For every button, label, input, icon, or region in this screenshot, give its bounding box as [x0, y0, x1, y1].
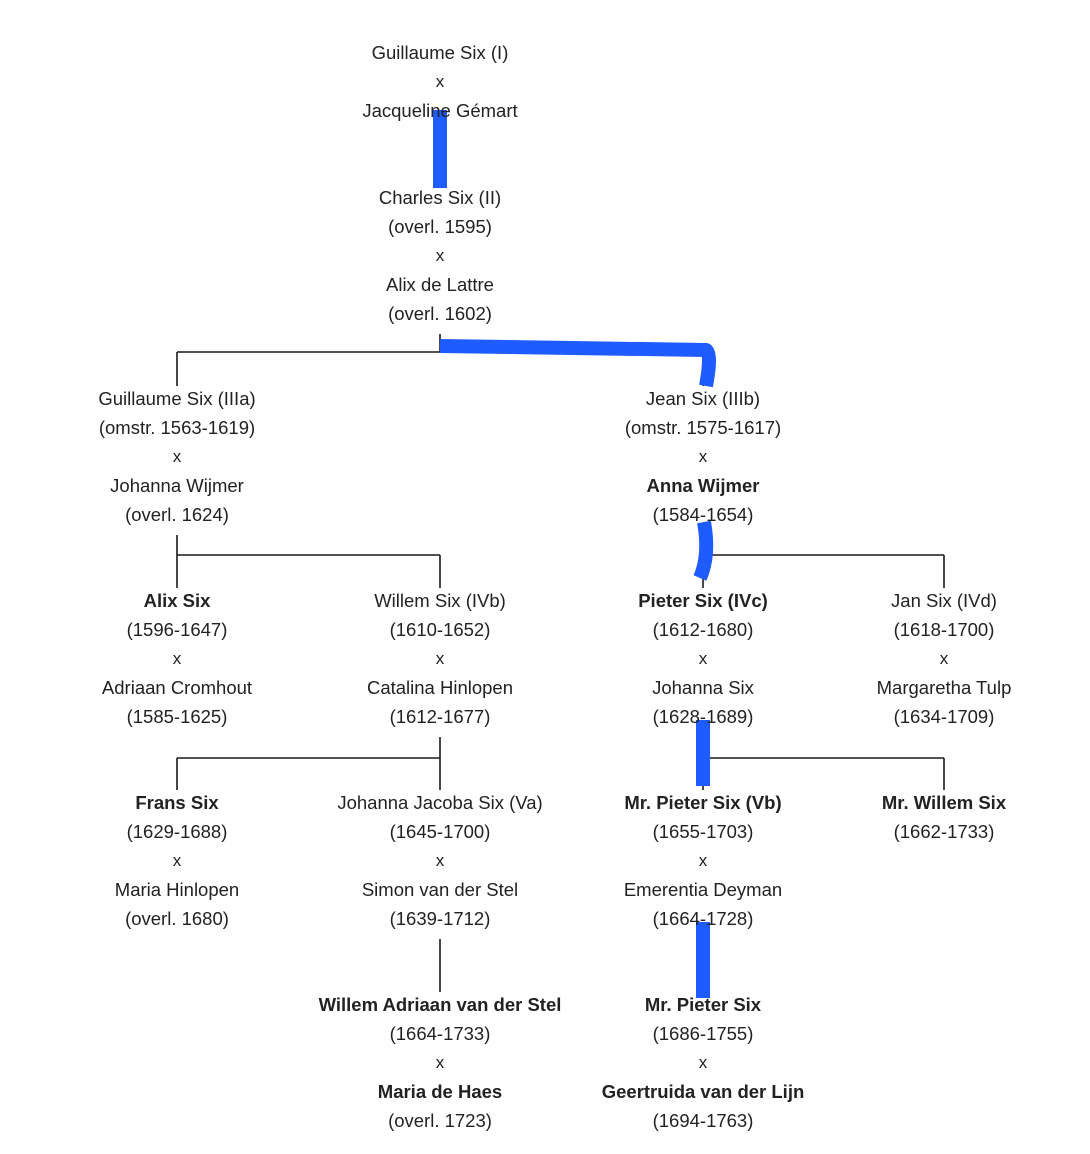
person-name: Maria de Haes — [377, 1081, 503, 1102]
person-name: Johanna Wijmer — [110, 475, 244, 496]
person-dates: (omstr. 1575-1617) — [624, 417, 782, 438]
person-name: Johanna Six — [652, 677, 754, 698]
marriage-separator: x — [172, 851, 182, 870]
marriage-separator: x — [698, 1053, 708, 1072]
person-name: Guillaume Six (I) — [371, 42, 509, 63]
person-dates: (1612-1680) — [652, 619, 754, 640]
person-dates: (overl. 1624) — [125, 504, 229, 525]
person-name: Willem Six (IVb) — [374, 590, 506, 611]
person-dates: (1662-1733) — [893, 821, 995, 842]
marriage-separator: x — [435, 72, 445, 91]
person-dates: (1629-1688) — [126, 821, 228, 842]
marriage-separator: x — [698, 851, 708, 870]
marriage-separator: x — [939, 649, 949, 668]
person-dates: (1664-1733) — [389, 1023, 491, 1044]
marriage-separator: x — [698, 447, 708, 466]
highlight-stroke-2 — [439, 339, 716, 388]
person-name: Alix de Lattre — [386, 274, 494, 295]
person-name: Alix Six — [143, 590, 211, 611]
person-dates: (1639-1712) — [389, 908, 491, 929]
person-dates: (1584-1654) — [652, 504, 754, 525]
person-dates: (1628-1689) — [652, 706, 754, 727]
person-dates: (overl. 1680) — [125, 908, 229, 929]
person-name: Catalina Hinlopen — [366, 677, 514, 698]
person-name: Frans Six — [135, 792, 219, 813]
person-name: Mr. Willem Six — [881, 792, 1007, 813]
marriage-separator: x — [172, 447, 182, 466]
person-name: Guillaume Six (IIIa) — [98, 388, 256, 409]
person-name: Mr. Pieter Six (Vb) — [624, 792, 782, 813]
person-name: Pieter Six (IVc) — [638, 590, 768, 611]
person-name: Jean Six (IIIb) — [645, 388, 761, 409]
person-dates: (1664-1728) — [652, 908, 754, 929]
person-dates: (overl. 1595) — [388, 216, 492, 237]
person-name: Anna Wijmer — [646, 475, 760, 496]
person-dates: (1655-1703) — [652, 821, 754, 842]
person-name: Willem Adriaan van der Stel — [318, 994, 562, 1015]
person-name: Simon van der Stel — [361, 879, 519, 900]
person-name: Margaretha Tulp — [876, 677, 1012, 698]
person-name: Adriaan Cromhout — [101, 677, 253, 698]
person-name: Maria Hinlopen — [114, 879, 240, 900]
person-name: Charles Six (II) — [378, 187, 502, 208]
person-name: Emerentia Deyman — [623, 879, 783, 900]
person-dates: (1686-1755) — [652, 1023, 754, 1044]
couple-c5d: Mr. Willem Six (1662-1733) — [794, 788, 1090, 846]
person-dates: (1618-1700) — [893, 619, 995, 640]
person-dates: (1596-1647) — [126, 619, 228, 640]
person-dates: (1634-1709) — [893, 706, 995, 727]
person-dates: (overl. 1723) — [388, 1110, 492, 1131]
marriage-separator: x — [172, 649, 182, 668]
marriage-separator: x — [435, 649, 445, 668]
person-name: Johanna Jacoba Six (Va) — [337, 792, 543, 813]
person-name: Jacqueline Gémart — [362, 100, 518, 121]
person-dates: (1585-1625) — [126, 706, 228, 727]
marriage-separator: x — [435, 246, 445, 265]
marriage-separator: x — [435, 1053, 445, 1072]
person-name: Jan Six (IVd) — [891, 590, 997, 611]
highlight-stroke-3 — [693, 520, 714, 581]
person-dates: (1694-1763) — [652, 1110, 754, 1131]
marriage-separator: x — [435, 851, 445, 870]
marriage-separator: x — [698, 649, 708, 668]
person-dates: (1612-1677) — [389, 706, 491, 727]
person-dates: (1645-1700) — [389, 821, 491, 842]
person-dates: (1610-1652) — [389, 619, 491, 640]
person-name: Mr. Pieter Six — [644, 994, 762, 1015]
person-dates: (overl. 1602) — [388, 303, 492, 324]
person-dates: (omstr. 1563-1619) — [98, 417, 256, 438]
person-name: Geertruida van der Lijn — [601, 1081, 805, 1102]
